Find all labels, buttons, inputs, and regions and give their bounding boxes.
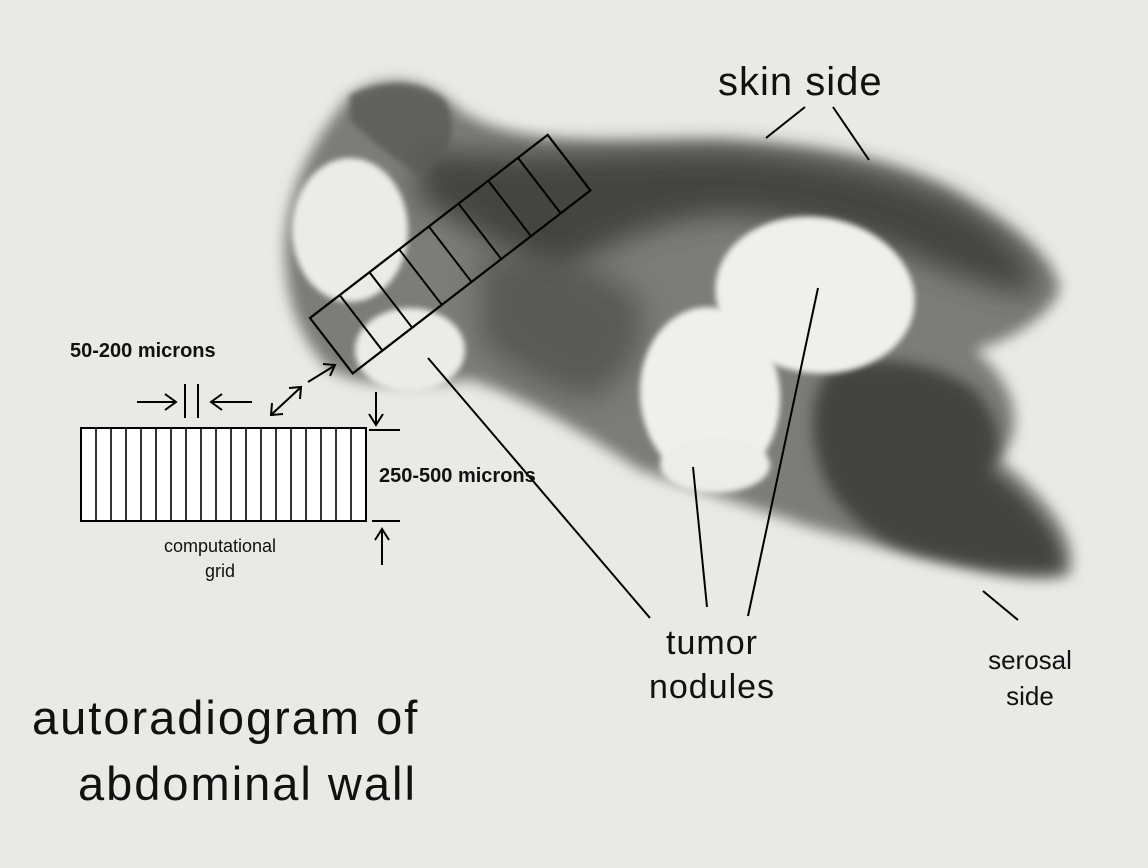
skin-pointer-1 xyxy=(766,107,805,138)
figure-title-line-2: abdominal wall xyxy=(78,756,417,811)
diag-arrow-lower xyxy=(272,388,300,414)
skin-pointer-2 xyxy=(833,107,869,160)
tumor-nodules-label-1: tumor xyxy=(612,624,812,663)
skin-side-label: skin side xyxy=(718,60,883,105)
nodule-left-lower xyxy=(355,308,465,392)
serosal-layer xyxy=(813,361,1061,572)
tissue-section xyxy=(285,81,1072,579)
microns-depth-label: 250-500 microns xyxy=(379,465,536,488)
serosal-side-label-1: serosal xyxy=(950,645,1110,676)
nodule-small-bottom xyxy=(660,437,770,493)
computational-grid-label-1: computational xyxy=(120,536,320,557)
computational-grid-frame xyxy=(81,428,366,521)
microns-width-label: 50-200 microns xyxy=(70,340,216,363)
nodule-top-left xyxy=(292,158,408,302)
serosal-pointer xyxy=(983,591,1018,620)
computational-grid-label-2: grid xyxy=(120,561,320,582)
figure-title-line-1: autoradiogram of xyxy=(32,690,419,745)
computational-grid xyxy=(81,428,366,521)
serosal-side-label-2: side xyxy=(950,681,1110,712)
tumor-nodules-label-2: nodules xyxy=(612,668,812,707)
